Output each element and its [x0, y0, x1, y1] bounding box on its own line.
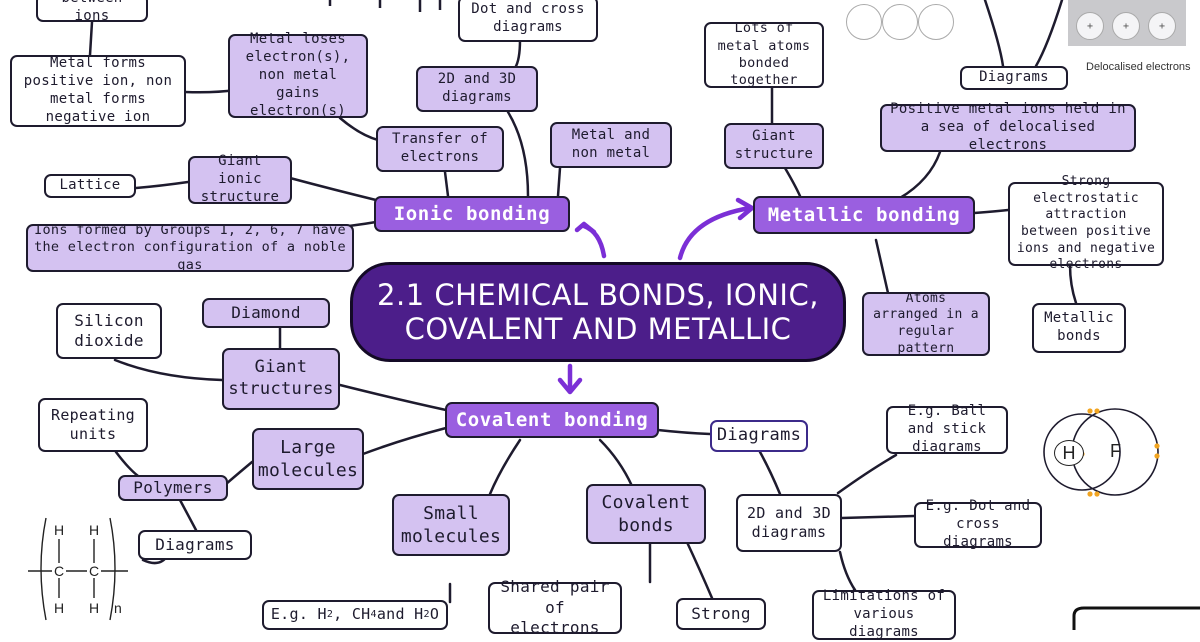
node-2d-3d-diagrams-covalent: 2D and 3D diagrams	[736, 494, 842, 552]
node-diagrams-polymers: Diagrams	[138, 530, 252, 560]
atom-sketch-icon	[842, 0, 960, 44]
node-diamond: Diamond	[202, 298, 330, 328]
node-giant-structure-metallic: Giant structure	[724, 123, 824, 169]
node-metal-loses-electrons: Metal loses electron(s), non metal gains…	[228, 31, 368, 119]
polymer-h-label: H	[54, 600, 65, 616]
node-repeating-units: Repeating units	[38, 398, 148, 452]
polymer-c-label: C	[54, 563, 65, 579]
node-atoms-regular-pattern: Atoms arranged in a regular pattern	[862, 291, 990, 356]
delocalised-electrons-image: + + +	[1068, 0, 1186, 46]
node-lattice: Lattice	[44, 174, 136, 198]
node-shared-pair: Shared pair of electrons	[488, 577, 622, 637]
metal-ion-icon: +	[1112, 12, 1140, 40]
node-strong: Strong	[676, 598, 766, 630]
covalent-bonding-heading: Covalent bonding	[445, 402, 659, 438]
metal-ion-icon: +	[1076, 12, 1104, 40]
example-text-2: , CH	[333, 605, 371, 624]
node-ions-groups-noble-gas: Ions formed by Groups 1, 2, 6, 7 have th…	[26, 222, 354, 273]
node-strong-electrostatic-attraction: Strong electrostatic attraction between …	[1008, 174, 1164, 272]
metallic-bonding-heading: Metallic bonding	[753, 196, 975, 234]
node-silicon-dioxide: Silicon dioxide	[56, 303, 162, 359]
node-metal-and-non-metal: Metal and non metal	[550, 122, 672, 168]
node-diagrams-metallic: Diagrams	[960, 66, 1068, 90]
node-positive-metal-ions: Positive metal ions held in a sea of del…	[880, 101, 1136, 153]
node-limitations-of-diagrams: Limitations of various diagrams	[812, 588, 956, 640]
subscript-2b: 2	[423, 608, 430, 620]
node-dot-and-cross-covalent: E.g. Dot and cross diagrams	[914, 498, 1042, 550]
polymer-structure-sketch: H H C C H H n	[26, 520, 130, 630]
node-diagrams-covalent: Diagrams	[710, 420, 808, 452]
polymer-c-label: C	[89, 563, 100, 579]
polymer-h-label: H	[89, 522, 100, 538]
node-polymers: Polymers	[118, 475, 228, 501]
node-2d-3d-diagrams-ionic: 2D and 3D diagrams	[416, 66, 538, 112]
node-metallic-bonds: Metallic bonds	[1032, 303, 1126, 353]
node-transfer-of-electrons: Transfer of electrons	[376, 126, 504, 172]
node-metal-forms-ions: Metal forms positive ion, non metal form…	[10, 55, 186, 127]
node-between-ions: between ions	[36, 0, 148, 24]
example-text-3: and H	[376, 605, 424, 624]
subscript-2: 2	[326, 608, 334, 620]
example-text-1: E.g. H	[270, 605, 327, 624]
metal-ion-icon: +	[1148, 12, 1176, 40]
polymer-h-label: H	[54, 522, 65, 538]
hf-molecule-sketch: H F	[1040, 436, 1140, 470]
ionic-bonding-heading: Ionic bonding	[374, 196, 570, 232]
node-giant-ionic-structure: Giant ionic structure	[188, 153, 292, 205]
title-line-1: 2.1 CHEMICAL BONDS, IONIC,	[377, 277, 819, 312]
node-ball-and-stick: E.g. Ball and stick diagrams	[886, 403, 1008, 455]
node-small-molecules: Small molecules	[392, 494, 510, 556]
node-large-molecules: Large molecules	[252, 428, 364, 490]
polymer-h-label: H	[89, 600, 100, 616]
example-text-4: O	[429, 605, 440, 624]
central-title: 2.1 CHEMICAL BONDS, IONIC, COVALENT AND …	[350, 262, 846, 362]
node-lots-of-metal-atoms: Lots of metal atoms bonded together	[704, 20, 824, 88]
node-dot-and-cross: Dot and cross diagrams	[458, 0, 598, 42]
polymer-n-label: n	[114, 600, 122, 616]
title-line-2: COVALENT AND METALLIC	[404, 312, 792, 346]
image-caption: Delocalised electrons	[1086, 61, 1191, 73]
node-giant-structures: Giant structures	[222, 348, 340, 410]
node-covalent-bonds: Covalent bonds	[586, 484, 706, 544]
subscript-4: 4	[370, 608, 377, 620]
hf-f-label: F	[1110, 441, 1121, 461]
hf-h-label: H	[1054, 440, 1084, 466]
